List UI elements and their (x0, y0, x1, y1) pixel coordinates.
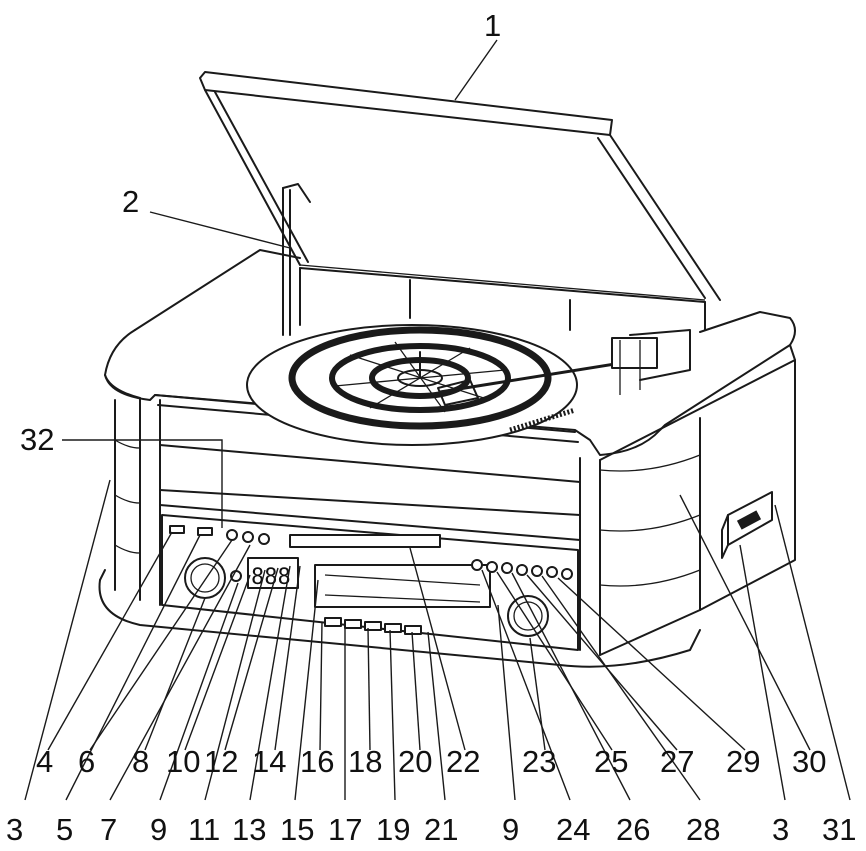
label-25: 25 (594, 744, 628, 779)
label-2: 2 (122, 184, 139, 219)
label-13: 13 (232, 812, 266, 847)
label-1: 1 (484, 8, 501, 43)
leader-lines (24, 39, 851, 801)
label-31: 31 (822, 812, 856, 847)
label-6: 6 (78, 744, 95, 779)
lcd-display: 888 (251, 565, 291, 590)
label-15: 15 (280, 812, 314, 847)
label-16: 16 (300, 744, 334, 779)
label-8: 8 (132, 744, 149, 779)
label-30: 30 (792, 744, 826, 779)
label-14: 14 (252, 744, 286, 779)
label-11: 11 (188, 812, 220, 847)
label-5: 5 (56, 812, 73, 847)
tonearm (437, 329, 691, 406)
label-3-right: 3 (772, 812, 789, 847)
part-labels: 1 2 32 4 6 8 10 12 14 16 18 20 22 23 25 … (6, 8, 856, 847)
dust-cover-lid (199, 71, 721, 301)
label-17: 17 (328, 812, 362, 847)
label-27: 27 (660, 744, 694, 779)
label-28: 28 (686, 812, 720, 847)
label-19: 19 (376, 812, 410, 847)
tonearm-rest (282, 183, 311, 336)
label-20: 20 (398, 744, 432, 779)
label-7: 7 (100, 812, 117, 847)
label-24: 24 (556, 812, 590, 847)
label-22: 22 (446, 744, 480, 779)
turntable-platter (246, 324, 578, 446)
label-3-left: 3 (6, 812, 23, 847)
label-32: 32 (20, 422, 54, 457)
back-panel (299, 267, 706, 331)
label-23: 23 (522, 744, 556, 779)
label-29: 29 (726, 744, 760, 779)
label-18: 18 (348, 744, 382, 779)
label-9-left: 9 (150, 812, 167, 847)
label-10: 10 (166, 744, 200, 779)
label-21: 21 (424, 812, 458, 847)
label-9-right: 9 (502, 812, 519, 847)
label-26: 26 (616, 812, 650, 847)
label-12: 12 (204, 744, 238, 779)
label-4: 4 (36, 744, 53, 779)
side-port-panel (721, 491, 773, 559)
